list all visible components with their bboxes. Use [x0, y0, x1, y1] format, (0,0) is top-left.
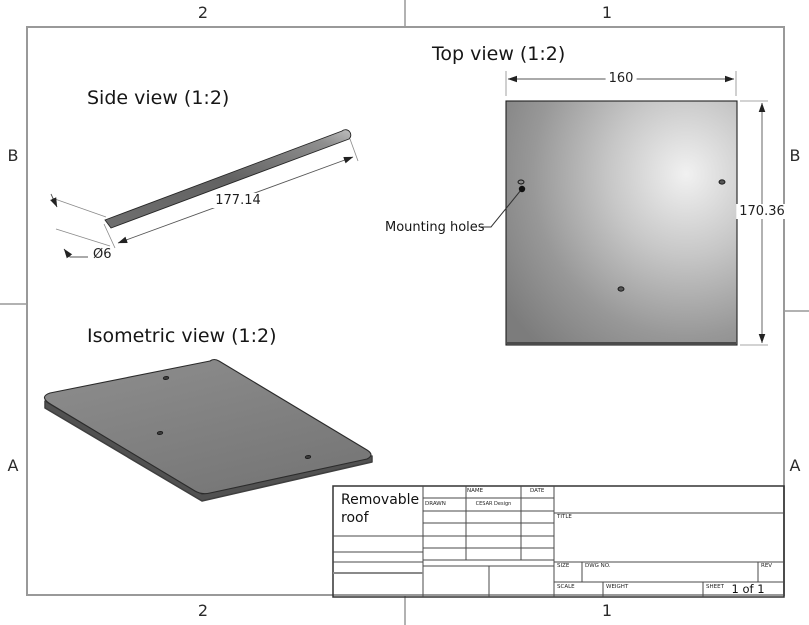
mounting-holes-callout: Mounting holes: [385, 220, 485, 235]
side-view-plate: [104, 129, 352, 229]
zone-label-left-b: B: [7, 146, 19, 165]
side-ext-line-left: [103, 223, 116, 249]
dim-diameter-6: Ø6: [93, 247, 112, 262]
isometric-view-title: Isometric view (1:2): [87, 325, 277, 347]
mounting-hole-bottom: [617, 286, 625, 292]
dia-arrow-upper: [50, 193, 58, 208]
tb-name-header: NAME: [467, 488, 484, 494]
callout-leader-line: [481, 189, 522, 228]
dim-height-170-36: 170.36: [736, 204, 788, 219]
callout-leader-dot: [518, 185, 526, 193]
tb-drawn-label: DRAWN: [425, 501, 446, 507]
title-block-grid: [332, 485, 785, 598]
tb-sheet-value: 1 of 1: [731, 582, 765, 596]
zone-label-bottom-2: 2: [197, 601, 209, 620]
dia-ext-line-lower: [55, 228, 111, 247]
tb-weight-label: WEIGHT: [606, 584, 629, 590]
tb-sheet-label: SHEET: [706, 584, 724, 590]
iso-hole-1: [162, 376, 170, 380]
zone-label-right-a: A: [789, 456, 801, 475]
zone-label-right-b: B: [789, 146, 801, 165]
tb-title-label: TITLE: [557, 514, 572, 520]
mounting-hole-right: [718, 179, 726, 185]
top-view-plate: [505, 100, 738, 346]
top-view-title: Top view (1:2): [432, 43, 566, 65]
tb-dwg-no-label: DWG NO.: [585, 563, 611, 569]
zone-label-left-a: A: [7, 456, 19, 475]
tb-date-header: DATE: [530, 488, 545, 494]
title-block-border: [332, 485, 785, 598]
iso-hole-3: [304, 455, 312, 459]
tb-scale-label: SCALE: [557, 584, 575, 590]
side-view-title: Side view (1:2): [87, 87, 230, 109]
tb-size-label: SIZE: [557, 563, 570, 569]
zone-label-bottom-1: 1: [601, 601, 613, 620]
tb-drawn-name: CESAR Design: [475, 501, 512, 507]
iso-hole-2: [156, 431, 164, 435]
tb-rev-label: REV: [761, 563, 773, 569]
zone-label-top-2: 2: [197, 3, 209, 22]
side-ext-line-right: [349, 138, 359, 162]
dia-leader-line: [63, 248, 88, 259]
dim-length-177-14: 177.14: [212, 193, 264, 208]
part-name: Removable roof: [341, 492, 420, 527]
dia-ext-line-upper: [51, 197, 107, 218]
mounting-hole-left: [517, 179, 525, 185]
dim-width-160: 160: [605, 71, 637, 86]
iso-plate-top-face: [43, 358, 372, 495]
zone-label-top-1: 1: [601, 3, 613, 22]
